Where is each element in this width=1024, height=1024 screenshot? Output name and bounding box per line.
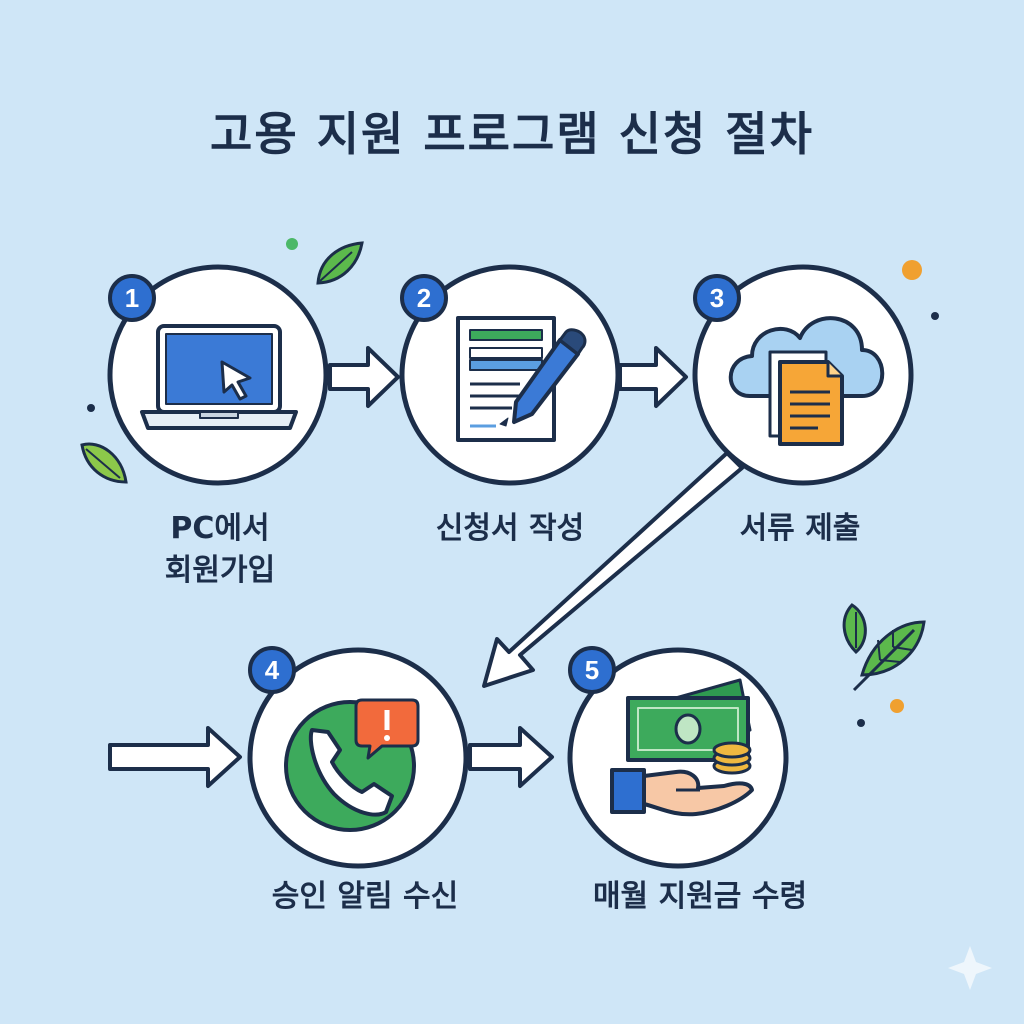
step-3-label: 서류 제출 <box>739 511 861 546</box>
laptop-cursor-icon <box>140 324 298 430</box>
number-badge <box>108 274 156 322</box>
page-title: 고용 지원 프로그램 신청 절차 <box>210 107 814 161</box>
number-badge <box>693 274 741 322</box>
decor-dot <box>902 260 922 280</box>
cloud-documents-icon <box>728 316 885 446</box>
phone-alert-icon <box>284 698 420 832</box>
sparkle-icon <box>948 946 992 990</box>
step-5-number: 5 <box>585 655 599 685</box>
decor-dot <box>857 719 865 727</box>
step-2-number: 2 <box>417 283 431 313</box>
step-1-label: PC에서 회원가입 <box>164 511 276 588</box>
number-badge <box>400 274 448 322</box>
leaf-icon <box>852 620 926 692</box>
decor-dot <box>890 699 904 713</box>
arrow-right-icon <box>108 726 242 788</box>
number-badge <box>568 646 616 694</box>
step-5-label: 매월 지원금 수령 <box>592 879 808 914</box>
leaf-icon <box>80 442 128 484</box>
arrow-right-icon <box>468 726 554 788</box>
decor-dot <box>87 404 95 412</box>
arrow-right-icon <box>328 346 400 408</box>
arrow-right-icon <box>618 346 688 408</box>
step-4-label: 승인 알림 수신 <box>271 879 459 914</box>
step-1-number: 1 <box>125 283 139 313</box>
step-4-number: 4 <box>265 655 280 685</box>
step-2-label: 신청서 작성 <box>435 511 585 546</box>
decor-dot <box>931 312 939 320</box>
step-3-number: 3 <box>710 283 724 313</box>
form-pencil-icon <box>456 316 587 442</box>
leaf-icon <box>842 603 867 655</box>
number-badge <box>248 646 296 694</box>
step-badges: 1 2 3 4 5 <box>108 274 741 694</box>
arrow-down-left-icon <box>482 451 744 688</box>
money-hand-icon <box>610 678 754 817</box>
decor-dot <box>286 238 298 250</box>
leaf-icon <box>316 241 364 285</box>
